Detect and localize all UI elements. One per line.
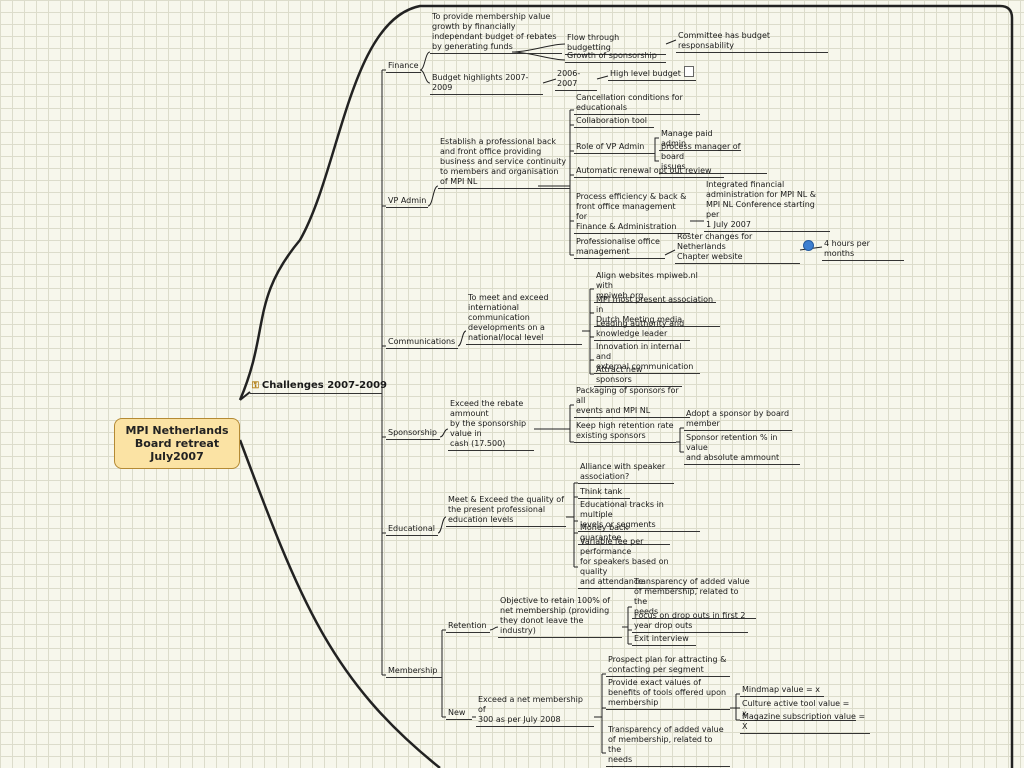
sponsorship-adopt[interactable]: Adopt a sponsor by board member	[684, 409, 792, 431]
membership-retention[interactable]: Retention	[446, 621, 490, 633]
sponsorship-retention-rate[interactable]: Keep high retention rate existing sponso…	[574, 421, 676, 443]
membership-exact-values[interactable]: Provide exact values of benefits of tool…	[606, 678, 730, 710]
comm-attract-sponsors[interactable]: Attract new sponsors	[594, 365, 682, 387]
finance-period[interactable]: 2006-2007	[555, 69, 597, 91]
membership-new-goal[interactable]: Exceed a net membership of 300 as per Ju…	[476, 695, 594, 727]
globe-icon	[803, 240, 814, 251]
vp-automatic-renewal[interactable]: Automatic renewal opt out review	[574, 166, 724, 178]
membership-exit-interview[interactable]: Exit interview	[632, 634, 696, 646]
vp-role-of-vp-admin[interactable]: Role of VP Admin	[574, 142, 655, 154]
branch-communications[interactable]: Communications	[386, 337, 458, 349]
branch-finance[interactable]: Finance	[386, 61, 421, 73]
membership-drop-outs[interactable]: Focus on drop outs in first 2 year drop …	[632, 611, 748, 633]
edu-think-tank[interactable]: Think tank	[578, 487, 630, 499]
sponsorship-goal[interactable]: Exceed the rebate ammount by the sponsor…	[448, 399, 534, 451]
vp-collaboration-tool[interactable]: Collaboration tool	[574, 116, 654, 128]
sponsorship-retention-pct[interactable]: Sponsor retention % in value and absolut…	[684, 433, 800, 465]
vp-cancellation-conditions[interactable]: Cancellation conditions for educationals	[574, 93, 700, 115]
edu-alliance[interactable]: Alliance with speaker association?	[578, 462, 674, 484]
membership-transparency-1[interactable]: Transparency of added value of membershi…	[632, 577, 756, 619]
vp-professionalise-office[interactable]: Professionalise office management	[574, 237, 665, 259]
finance-flow-through-budgetting[interactable]: Flow through budgetting	[565, 33, 666, 55]
vp-four-hours-per-month[interactable]: 4 hours per months	[822, 239, 904, 261]
branch-membership[interactable]: Membership	[386, 666, 442, 678]
membership-magazine-value[interactable]: Magazine subscription value = X	[740, 712, 870, 734]
root-topic[interactable]: MPI Netherlands Board retreat July2007	[114, 418, 240, 469]
communications-goal[interactable]: To meet and exceed international communi…	[466, 293, 582, 345]
vp-integrated-financial[interactable]: Integrated financial administration for …	[704, 180, 830, 232]
membership-new[interactable]: New	[446, 708, 472, 720]
branch-educational[interactable]: Educational	[386, 524, 438, 536]
comm-leading-authority[interactable]: Leading authority and knowledge leader	[594, 319, 690, 341]
membership-retention-goal[interactable]: Objective to retain 100% of net membersh…	[498, 596, 622, 638]
membership-transparency-2[interactable]: Transparency of added value of membershi…	[606, 725, 730, 767]
finance-budget-highlights[interactable]: Budget highlights 2007-2009	[430, 73, 543, 95]
finance-committee-budget[interactable]: Committee has budget responsability	[676, 31, 828, 53]
branch-vp-admin[interactable]: VP Admin	[386, 196, 429, 208]
membership-mindmap-value[interactable]: Mindmap value = x	[740, 685, 824, 697]
vp-process-efficiency[interactable]: Process efficiency & back & front office…	[574, 192, 690, 234]
educational-goal[interactable]: Meet & Exceed the quality of the present…	[446, 495, 566, 527]
sponsorship-packaging[interactable]: Packaging of sponsors for all events and…	[574, 386, 690, 418]
comm-innovation[interactable]: Innovation in internal and external comm…	[594, 342, 700, 374]
attachment-icon	[683, 66, 694, 77]
vp-roster-changes[interactable]: Roster changes for Netherlands Chapter w…	[675, 232, 800, 264]
finance-goal[interactable]: To provide membership value growth by fi…	[430, 12, 562, 54]
edu-variable-fee[interactable]: Variable fee per performance for speaker…	[578, 537, 698, 589]
vp-process-manager[interactable]: process manager of board issues	[659, 142, 767, 174]
vp-admin-goal[interactable]: Establish a professional back and front …	[438, 137, 570, 189]
comm-most-present[interactable]: MPI most present association in Dutch Me…	[594, 295, 720, 327]
main-topic[interactable]: ⚿Challenges 2007-2009	[250, 380, 387, 394]
membership-culture-value[interactable]: Culture active tool value = x	[740, 699, 856, 721]
branch-sponsorship[interactable]: Sponsorship	[386, 428, 440, 440]
high-level-budget-label: High level budget	[610, 69, 681, 78]
key-icon: ⚿	[252, 381, 259, 391]
main-topic-label: Challenges 2007-2009	[261, 380, 388, 391]
membership-prospect-plan[interactable]: Prospect plan for attracting & contactin…	[606, 655, 730, 677]
vp-manage-paid-admin[interactable]: Manage paid admin	[659, 129, 741, 151]
comm-align-websites[interactable]: Align websites mpiweb.nl with mpiweb.org	[594, 271, 716, 303]
edu-money-back[interactable]: Money back guarantee	[578, 523, 670, 545]
edu-tracks[interactable]: Educational tracks in multiple levels or…	[578, 500, 700, 532]
finance-high-level-budget[interactable]: High level budget	[608, 66, 696, 81]
finance-growth-of-sponsorship[interactable]: Growth of sponsorship	[565, 51, 666, 63]
